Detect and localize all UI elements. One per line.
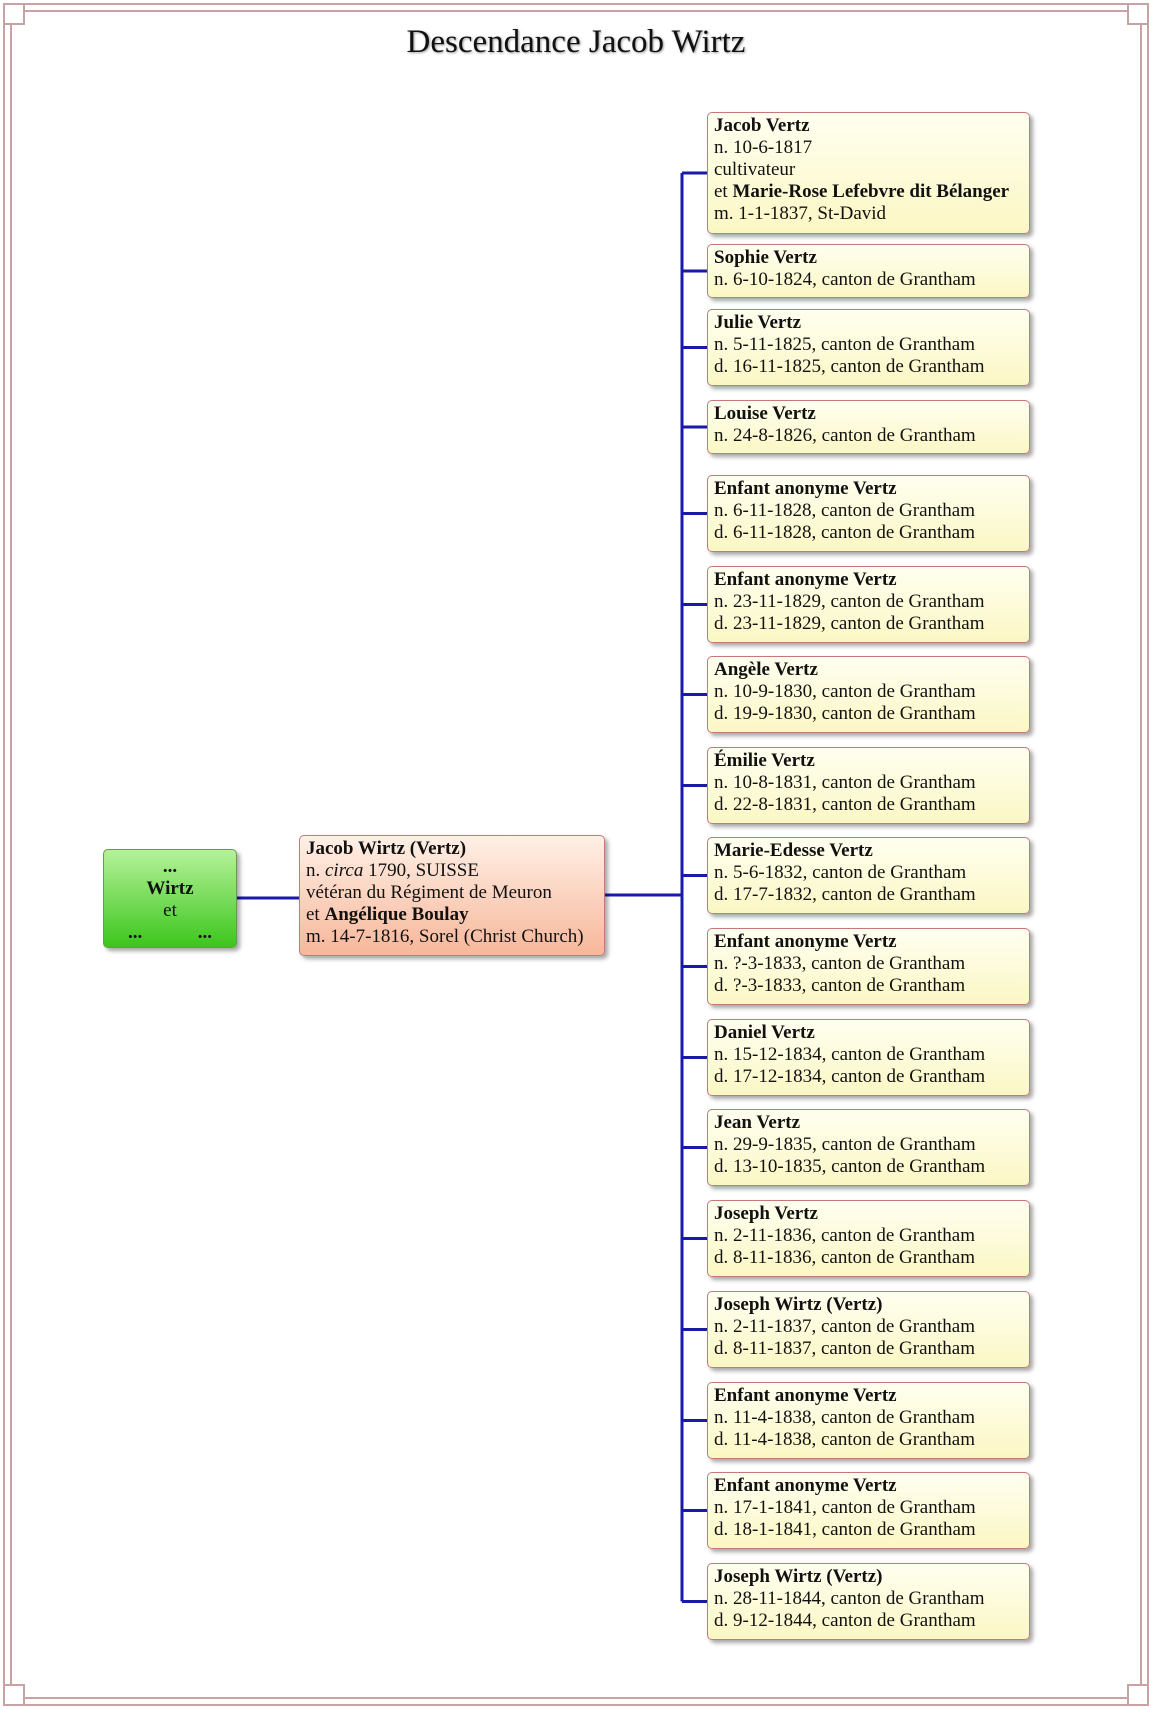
- child-line2: d. 17-7-1832, canton de Grantham: [714, 884, 976, 905]
- parent-spouse: Angélique Boulay: [324, 904, 469, 925]
- child-line1: n. 10-8-1831, canton de Grantham: [714, 772, 976, 793]
- parent-note: vétéran du Régiment de Meuron: [306, 882, 552, 903]
- child-line1: n. 5-11-1825, canton de Grantham: [714, 334, 975, 355]
- frame-corner-top-left: [3, 3, 25, 25]
- child-line1: n. 5-6-1832, canton de Grantham: [714, 862, 967, 883]
- child-name: Enfant anonyme Vertz: [714, 1385, 897, 1406]
- child-spouse-prefix: et: [714, 181, 733, 202]
- parent-marriage: m. 14-7-1816, Sorel (Christ Church): [306, 926, 584, 947]
- child-spouse: Marie-Rose Lefebvre dit Bélanger: [732, 181, 1010, 202]
- page-title: Descendance Jacob Wirtz: [406, 24, 746, 60]
- child-line1: n. 6-11-1828, canton de Grantham: [714, 500, 975, 521]
- child-name: Sophie Vertz: [714, 247, 817, 268]
- child-line1: n. 11-4-1838, canton de Grantham: [714, 1407, 975, 1428]
- child-line2: d. 11-4-1838, canton de Grantham: [714, 1429, 975, 1450]
- parent-spouse-prefix: et: [306, 904, 325, 925]
- frame-corner-bottom-left: [3, 1684, 25, 1706]
- child-name: Joseph Wirtz (Vertz): [714, 1294, 883, 1315]
- child-name: Angèle Vertz: [714, 659, 818, 680]
- child-line1: n. 10-9-1830, canton de Grantham: [714, 681, 976, 702]
- child-line2: cultivateur: [714, 159, 796, 180]
- child-line2: d. 17-12-1834, canton de Grantham: [714, 1066, 986, 1087]
- parent-birth: n. circa 1790, SUISSE: [306, 860, 598, 882]
- child-line1: n. 17-1-1841, canton de Grantham: [714, 1497, 976, 1518]
- child-line2: d. 9-12-1844, canton de Grantham: [714, 1610, 976, 1631]
- child-box: Joseph Wirtz (Vertz)n. 28-11-1844, canto…: [707, 1563, 1030, 1640]
- child-name: Enfant anonyme Vertz: [714, 478, 897, 499]
- child-name: Daniel Vertz: [714, 1022, 815, 1043]
- child-line2: d. 8-11-1836, canton de Grantham: [714, 1247, 975, 1268]
- child-line2: d. 16-11-1825, canton de Grantham: [714, 356, 985, 377]
- parent-spouse-line: et Angélique Boulay: [306, 904, 598, 926]
- child-line1: n. 24-8-1826, canton de Grantham: [714, 425, 976, 446]
- child-line1: n. 2-11-1836, canton de Grantham: [714, 1225, 975, 1246]
- ancestor-conj: et: [163, 900, 177, 921]
- parent-birth-rest: 1790, SUISSE: [363, 860, 479, 881]
- child-line2: d. 18-1-1841, canton de Grantham: [714, 1519, 976, 1540]
- child-line2: d. 19-9-1830, canton de Grantham: [714, 703, 976, 724]
- child-name: Enfant anonyme Vertz: [714, 569, 897, 590]
- child-line2: d. 6-11-1828, canton de Grantham: [714, 522, 975, 543]
- ancestor-dots-row: ... ...: [108, 922, 232, 944]
- child-box: Joseph Wirtz (Vertz)n. 2-11-1837, canton…: [707, 1291, 1030, 1368]
- child-line1: n. 23-11-1829, canton de Grantham: [714, 591, 985, 612]
- child-marriage: m. 1-1-1837, St-David: [714, 203, 887, 224]
- parent-birth-circa: circa: [325, 860, 364, 881]
- child-name: Enfant anonyme Vertz: [714, 1475, 897, 1496]
- child-line2: d. 23-11-1829, canton de Grantham: [714, 613, 985, 634]
- child-name: Enfant anonyme Vertz: [714, 931, 897, 952]
- child-spouse-line: et Marie-Rose Lefebvre dit Bélanger: [714, 181, 1023, 203]
- ancestor-name: Wirtz: [146, 878, 194, 899]
- child-line1: n. 15-12-1834, canton de Grantham: [714, 1044, 986, 1065]
- parent-name: Jacob Wirtz (Vertz): [306, 838, 467, 859]
- page-frame-inner: [10, 10, 1142, 1699]
- frame-corner-top-right: [1127, 3, 1149, 25]
- child-line2: d. 8-11-1837, canton de Grantham: [714, 1338, 975, 1359]
- parent-birth-prefix: n.: [306, 860, 325, 881]
- child-name: Joseph Wirtz (Vertz): [714, 1566, 883, 1587]
- child-line1: n. 29-9-1835, canton de Grantham: [714, 1134, 976, 1155]
- child-line1: n. 10-6-1817: [714, 137, 813, 158]
- child-name: Jacob Vertz: [714, 115, 810, 136]
- ancestor-top: ...: [162, 856, 178, 877]
- ancestor-right-dots: ...: [197, 922, 212, 943]
- child-name: Jean Vertz: [714, 1112, 801, 1133]
- child-name: Julie Vertz: [714, 312, 802, 333]
- ancestor-left-dots: ...: [128, 922, 143, 943]
- page-frame-outer: [3, 3, 1149, 1706]
- connector-children-group: [680, 171, 707, 1603]
- child-line1: n. 28-11-1844, canton de Grantham: [714, 1588, 985, 1609]
- child-line1: n. 6-10-1824, canton de Grantham: [714, 269, 976, 290]
- child-name: Émilie Vertz: [714, 750, 815, 771]
- child-line2: d. 22-8-1831, canton de Grantham: [714, 794, 976, 815]
- child-line2: d. ?-3-1833, canton de Grantham: [714, 975, 966, 996]
- ancestor-box: ... Wirtz et ... ...: [103, 849, 237, 948]
- child-name: Joseph Vertz: [714, 1203, 818, 1224]
- child-name: Marie-Edesse Vertz: [714, 840, 873, 861]
- parent-box: Jacob Wirtz (Vertz) n. circa 1790, SUISS…: [299, 835, 605, 956]
- frame-corner-bottom-right: [1127, 1684, 1149, 1706]
- child-name: Louise Vertz: [714, 403, 816, 424]
- child-line1: n. ?-3-1833, canton de Grantham: [714, 953, 966, 974]
- child-line2: d. 13-10-1835, canton de Grantham: [714, 1156, 986, 1177]
- child-line1: n. 2-11-1837, canton de Grantham: [714, 1316, 975, 1337]
